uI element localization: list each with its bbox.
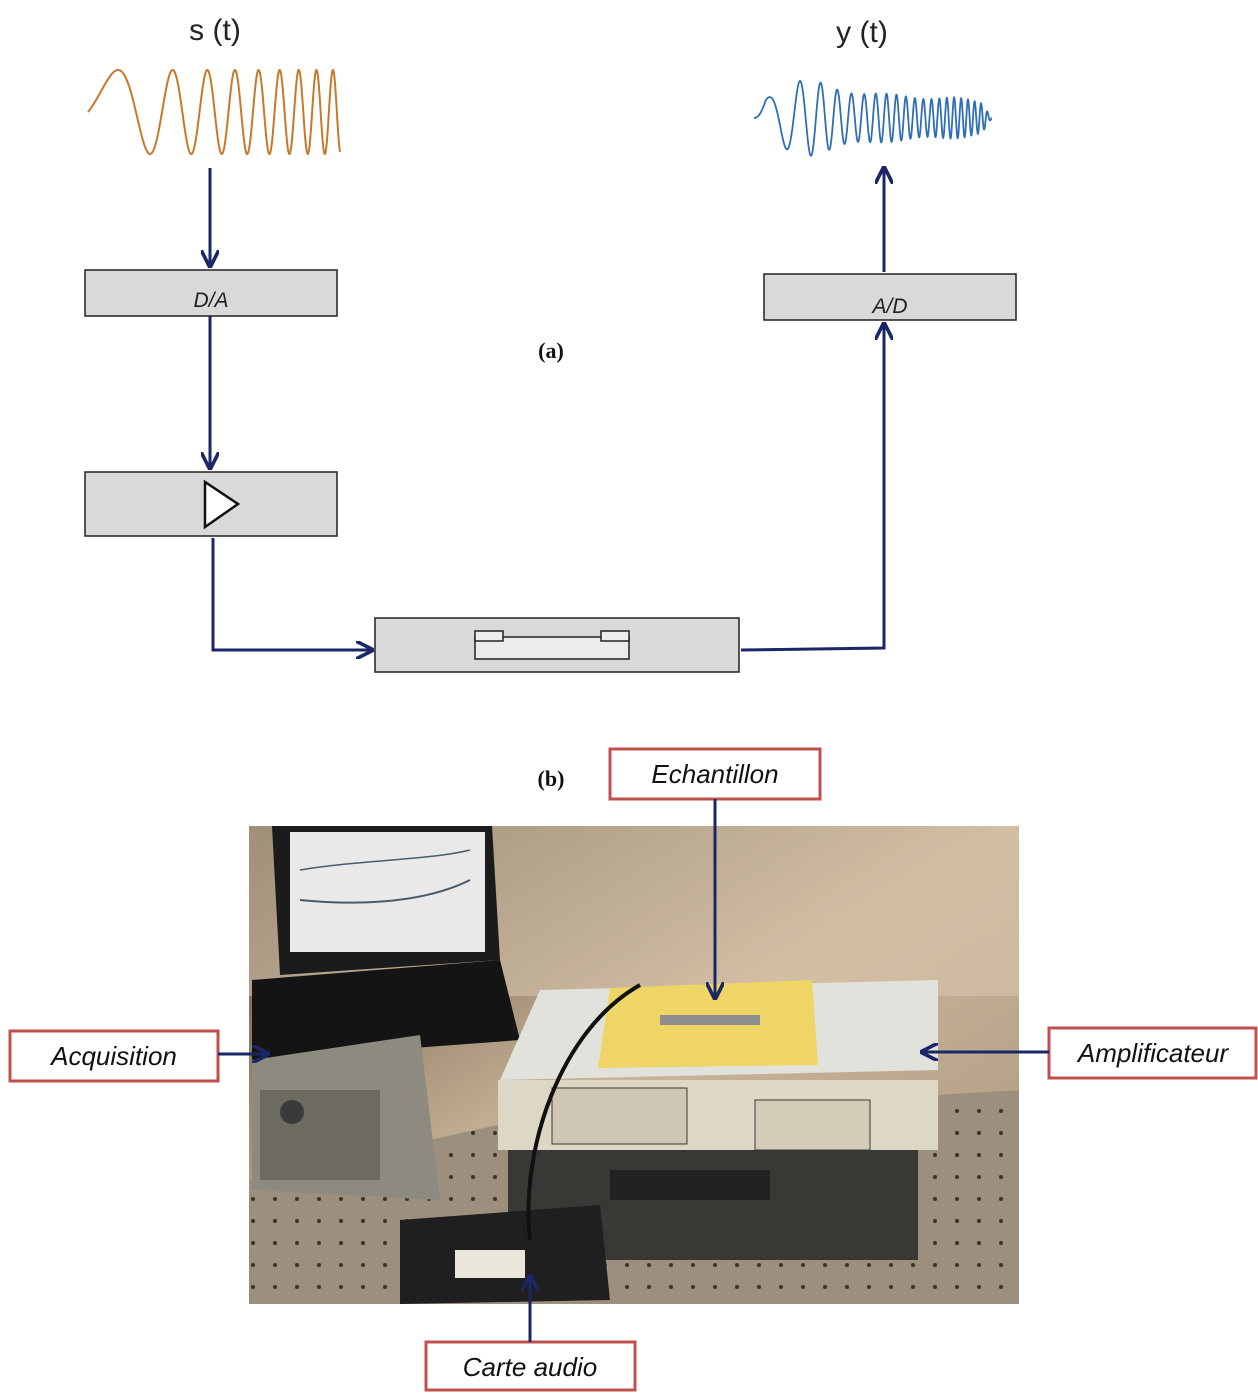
sample-plate-symbol	[474, 630, 630, 660]
amplifier-symbol	[203, 479, 241, 530]
arrow-sample-to-adc	[740, 324, 884, 652]
input-chirp-waveform	[87, 68, 341, 156]
audio-card-device	[400, 1205, 610, 1304]
callout-acquisition-label: Acquisition	[49, 1041, 177, 1071]
adc-block	[763, 273, 1017, 321]
arrow-amplifier-to-sample	[211, 538, 372, 650]
panel-b-label: (b)	[538, 766, 565, 791]
callout-sample-label: Echantillon	[651, 759, 778, 789]
callout-acquisition-box	[8, 1029, 220, 1083]
yellow-foam-sample	[598, 980, 818, 1068]
callout-amplifier-label: Amplificateur	[1076, 1038, 1230, 1068]
callout-audio-card-box	[424, 1340, 637, 1392]
laptop	[252, 826, 520, 1060]
setup-photo	[249, 826, 1019, 1304]
dac-block	[84, 269, 338, 317]
callout-audio-card-label: Carte audio	[463, 1352, 597, 1382]
panel-a-label: (a)	[538, 338, 564, 363]
dac-label: D/A	[193, 289, 228, 312]
input-signal-label: s (t)	[189, 14, 241, 47]
output-response-waveform	[754, 80, 993, 157]
amplifier-unit	[498, 980, 938, 1260]
output-signal-label: y (t)	[836, 16, 888, 49]
acquisition-instrument	[252, 1035, 440, 1200]
adc-label: A/D	[870, 295, 907, 318]
